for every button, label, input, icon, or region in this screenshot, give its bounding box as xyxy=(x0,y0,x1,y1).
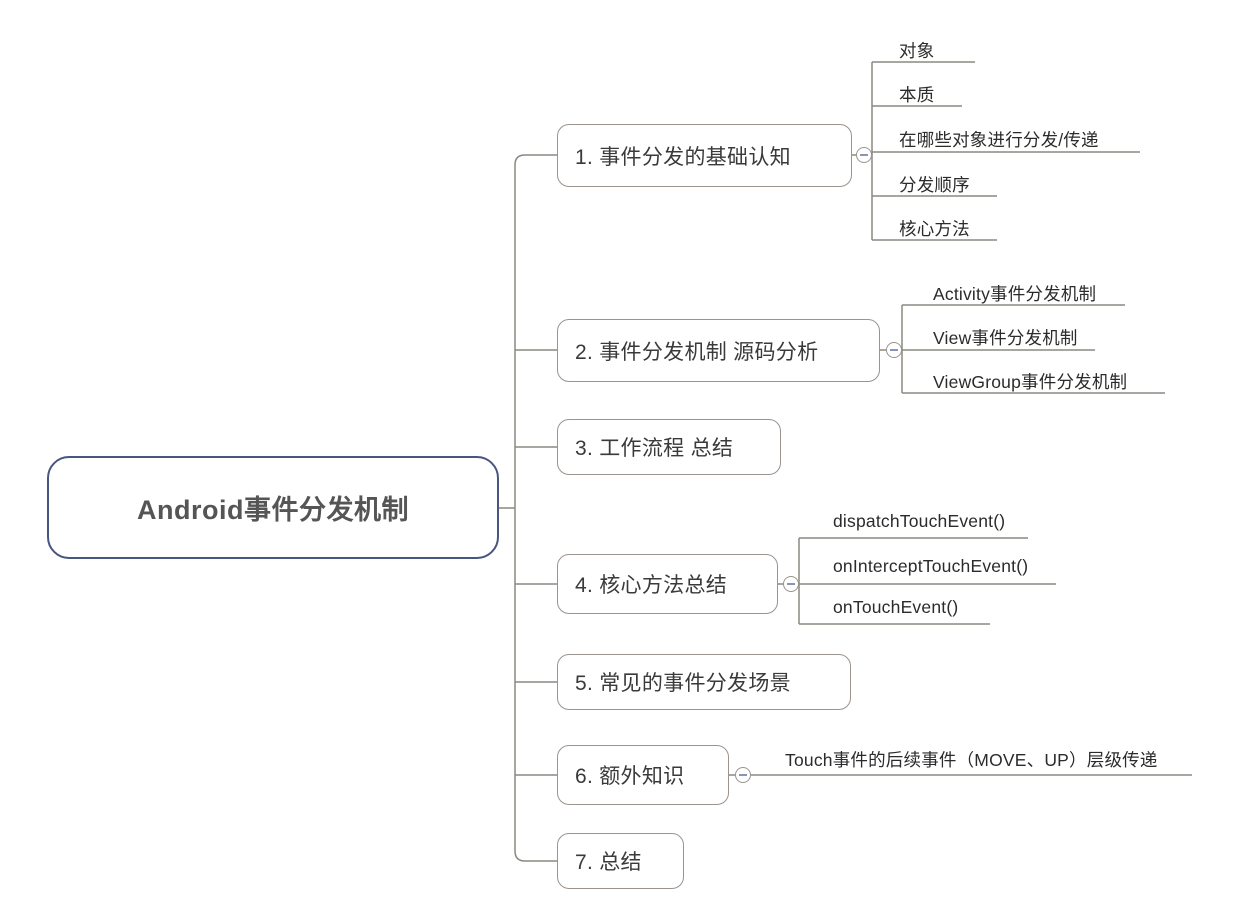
leaf-item-2-1-label: Activity事件分发机制 xyxy=(933,284,1097,304)
branch-node-3-label: 3. 工作流程 总结 xyxy=(575,437,734,460)
branch-node-7[interactable]: 7. 总结 xyxy=(557,833,684,889)
leaf-item-1-5[interactable]: 核心方法 xyxy=(899,216,970,241)
branch-node-6-label: 6. 额外知识 xyxy=(575,765,685,788)
branch-node-6[interactable]: 6. 额外知识 xyxy=(557,745,729,805)
branch-node-4-label: 4. 核心方法总结 xyxy=(575,574,728,597)
leaf-item-2-2[interactable]: View事件分发机制 xyxy=(933,325,1078,350)
collapse-minus-icon-branch-1[interactable] xyxy=(856,147,872,163)
collapse-minus-icon-branch-2[interactable] xyxy=(886,342,902,358)
leaf-item-4-2-label: onInterceptTouchEvent() xyxy=(833,556,1029,576)
leaf-item-1-2[interactable]: 本质 xyxy=(899,82,934,107)
branch-node-1-label: 1. 事件分发的基础认知 xyxy=(575,145,791,169)
leaf-item-6-1[interactable]: Touch事件的后续事件（MOVE、UP）层级传递 xyxy=(785,747,1158,772)
leaf-item-4-1[interactable]: dispatchTouchEvent() xyxy=(833,511,1005,532)
leaf-item-2-3-label: ViewGroup事件分发机制 xyxy=(933,372,1128,392)
branch-node-4[interactable]: 4. 核心方法总结 xyxy=(557,554,778,614)
branch-node-2-label: 2. 事件分发机制 源码分析 xyxy=(575,340,819,364)
leaf-item-2-3[interactable]: ViewGroup事件分发机制 xyxy=(933,369,1127,394)
leaf-item-2-1[interactable]: Activity事件分发机制 xyxy=(933,281,1096,306)
root-node-label: Android事件分发机制 xyxy=(137,495,409,525)
branch-node-5-label: 5. 常见的事件分发场景 xyxy=(575,672,791,695)
leaf-item-1-1-label: 对象 xyxy=(899,41,935,61)
leaf-item-4-3[interactable]: onTouchEvent() xyxy=(833,597,958,618)
branch-node-7-label: 7. 总结 xyxy=(575,851,642,874)
root-node[interactable]: Android事件分发机制 xyxy=(47,456,499,559)
edge-spine-to-branch-7 xyxy=(514,850,557,862)
leaf-item-1-1[interactable]: 对象 xyxy=(899,38,934,63)
leaf-item-4-1-label: dispatchTouchEvent() xyxy=(833,511,1006,531)
branch-node-3[interactable]: 3. 工作流程 总结 xyxy=(557,419,781,475)
leaf-item-2-2-label: View事件分发机制 xyxy=(933,328,1078,348)
leaf-item-6-1-label: Touch事件的后续事件（MOVE、UP）层级传递 xyxy=(785,750,1158,770)
leaf-item-1-5-label: 核心方法 xyxy=(899,219,970,239)
leaf-item-1-4[interactable]: 分发顺序 xyxy=(899,172,970,197)
collapse-minus-icon-branch-4[interactable] xyxy=(783,576,799,592)
leaf-item-1-3-label: 在哪些对象进行分发/传递 xyxy=(899,130,1099,150)
leaf-item-1-2-label: 本质 xyxy=(899,85,935,105)
leaf-item-4-2[interactable]: onInterceptTouchEvent() xyxy=(833,556,1028,577)
leaf-item-1-3[interactable]: 在哪些对象进行分发/传递 xyxy=(899,127,1099,152)
edge-spine-to-branch-1 xyxy=(514,154,557,166)
collapse-minus-icon-branch-6[interactable] xyxy=(735,767,751,783)
leaf-item-4-3-label: onTouchEvent() xyxy=(833,597,959,617)
branch-node-5[interactable]: 5. 常见的事件分发场景 xyxy=(557,654,851,710)
branch-node-2[interactable]: 2. 事件分发机制 源码分析 xyxy=(557,319,880,382)
branch-node-1[interactable]: 1. 事件分发的基础认知 xyxy=(557,124,852,187)
leaf-item-1-4-label: 分发顺序 xyxy=(899,175,970,195)
